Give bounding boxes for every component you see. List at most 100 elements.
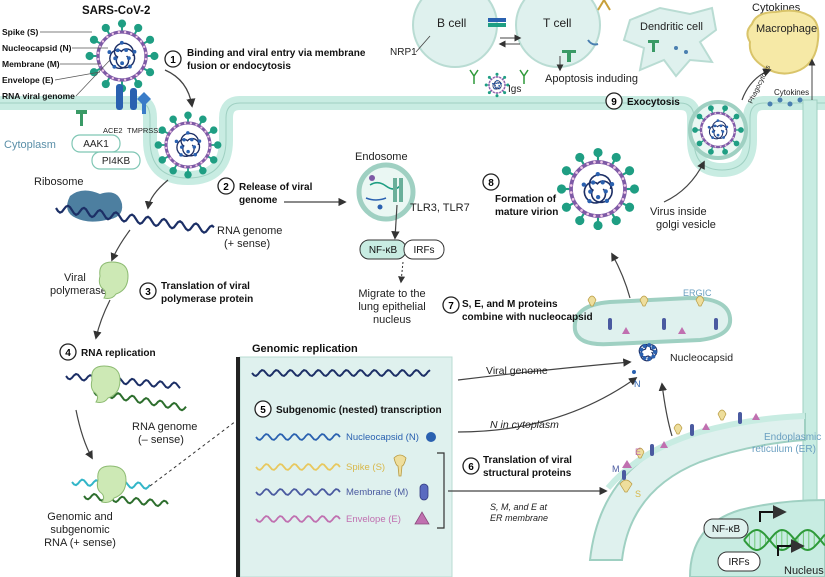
golgi-label-2: golgi vesicle [656, 219, 716, 231]
ergic-compartment [572, 295, 733, 347]
spike-protein [503, 91, 507, 95]
nucleocapsid-bead [112, 64, 117, 69]
panel-label-s: Spike (S) [346, 462, 385, 473]
viral-polymerase-shape [98, 261, 129, 299]
ribosome-label: Ribosome [34, 176, 84, 188]
spike-protein [495, 94, 499, 98]
ergic-spike-protein [695, 295, 705, 307]
nucleocapsid-bead [193, 152, 198, 157]
spike-protein [722, 105, 728, 112]
ergic-label: ERGIC [683, 288, 712, 298]
er-envelope-protein [702, 423, 710, 430]
spike-protein [738, 127, 744, 133]
nucleocapsid-bead [722, 136, 725, 139]
spike-protein [213, 141, 222, 149]
nrp1-label: NRP1 [390, 47, 417, 58]
nucleocapsid-bead [186, 131, 190, 135]
spike-protein [624, 166, 635, 176]
spike-protein [101, 23, 110, 33]
spike-protein [506, 83, 510, 87]
ergic-envelope-protein [678, 327, 686, 334]
nucleocapsid-label: Nucleocapsid [670, 352, 733, 364]
polymerase-replicating [90, 365, 121, 403]
svg-text:AAK1: AAK1 [83, 139, 109, 150]
nucleus-irfs-pill[interactable]: IRFs [717, 551, 761, 572]
membrane-transcript [255, 488, 341, 496]
svg-text:2: 2 [223, 182, 229, 193]
irfs-pill[interactable]: IRFs [403, 239, 445, 260]
b-cell [412, 0, 498, 68]
step-9-text: Exocytosis [627, 97, 680, 108]
ergic-membrane-protein [714, 318, 718, 330]
spike-protein [145, 35, 155, 44]
spike-protein [575, 152, 585, 163]
spike-protein [503, 75, 507, 79]
n-cytoplasm-arrow-label: N in cytoplasm [490, 419, 559, 431]
panel-label-e: Envelope (E) [346, 514, 401, 525]
er-membrane-protein [690, 424, 694, 436]
step-8-marker: 8 [482, 173, 500, 191]
nfkb-pill[interactable]: NF-κB [359, 239, 407, 260]
nucleocapsid-bead [496, 86, 498, 89]
step-4-text: RNA replication [81, 348, 156, 359]
spike-protein [708, 148, 714, 155]
nucleocapsid-bead [603, 189, 608, 194]
spike-protein [593, 220, 603, 231]
nucleocapsid-complex [632, 343, 658, 374]
ergic-membrane-protein [662, 318, 666, 330]
rna-plus-label-2: (+ sense) [224, 238, 270, 250]
nucleocapsid-bead [647, 343, 652, 348]
polymerase-label-1: Viral [64, 272, 86, 284]
spike-protein [692, 127, 698, 133]
endoplasmic-reticulum [588, 412, 806, 561]
spike-protein [593, 147, 603, 158]
spike-protein [154, 141, 163, 149]
cell-membrane [0, 96, 825, 577]
nucleocapsid-bead [132, 49, 137, 54]
nucleocapsid-bead [119, 40, 124, 45]
t-cell-receptor [562, 50, 576, 62]
subgenomic-label-1: Genomic and [47, 511, 112, 523]
er-letter-s: S [635, 489, 641, 499]
spike-protein [145, 68, 155, 77]
spike-protein [117, 19, 127, 28]
nucleocapsid-bead [493, 87, 496, 90]
spike-protein [624, 202, 635, 212]
spike-protein [101, 79, 110, 89]
spike-protein [184, 170, 192, 179]
t-cell-label: T cell [543, 16, 571, 30]
viral-genome-arrow-label: Viral genome [486, 365, 548, 377]
cytokine-dots [767, 97, 803, 107]
nucleocapsid-bead [721, 130, 725, 133]
spike-protein [708, 105, 714, 112]
ribosome-shape [67, 190, 123, 222]
apoptosis-label: Apoptosis induding [545, 73, 638, 85]
nucleocapsid-bead [725, 125, 729, 129]
svg-text:6: 6 [468, 462, 474, 473]
er-membrane-protein [738, 412, 742, 424]
nucleocapsid-bead [127, 64, 132, 69]
svg-text:NF-κB: NF-κB [369, 245, 398, 256]
spike-protein [158, 156, 167, 164]
virion-in-golgi [692, 105, 744, 155]
nucleocapsid-bead [716, 133, 720, 137]
nucleocapsid-bead [498, 84, 501, 87]
nucleocapsid-protein-icon [426, 432, 436, 442]
er-letter-e: E [635, 447, 641, 457]
label-rna-genome: RNA viral genome [2, 91, 75, 101]
tlr-label: TLR3, TLR7 [410, 202, 470, 214]
step-1-marker: 1 [164, 50, 182, 68]
nucleus-nfkb-pill[interactable]: NF-κB [703, 518, 749, 539]
svg-text:1: 1 [170, 55, 176, 66]
step-3-marker: 3 [139, 282, 157, 300]
b-cell-label: B cell [437, 16, 466, 30]
tmprss2-label: TMPRSS2 [127, 126, 162, 135]
er-spike-protein [717, 409, 727, 421]
panel-title: Genomic replication [252, 343, 358, 355]
nucleocapsid-bead [713, 124, 717, 128]
nucleocapsid-bead [500, 82, 502, 85]
spike-protein [158, 126, 167, 134]
spike-protein [611, 215, 621, 226]
ergic-membrane-proteins [587, 295, 718, 334]
